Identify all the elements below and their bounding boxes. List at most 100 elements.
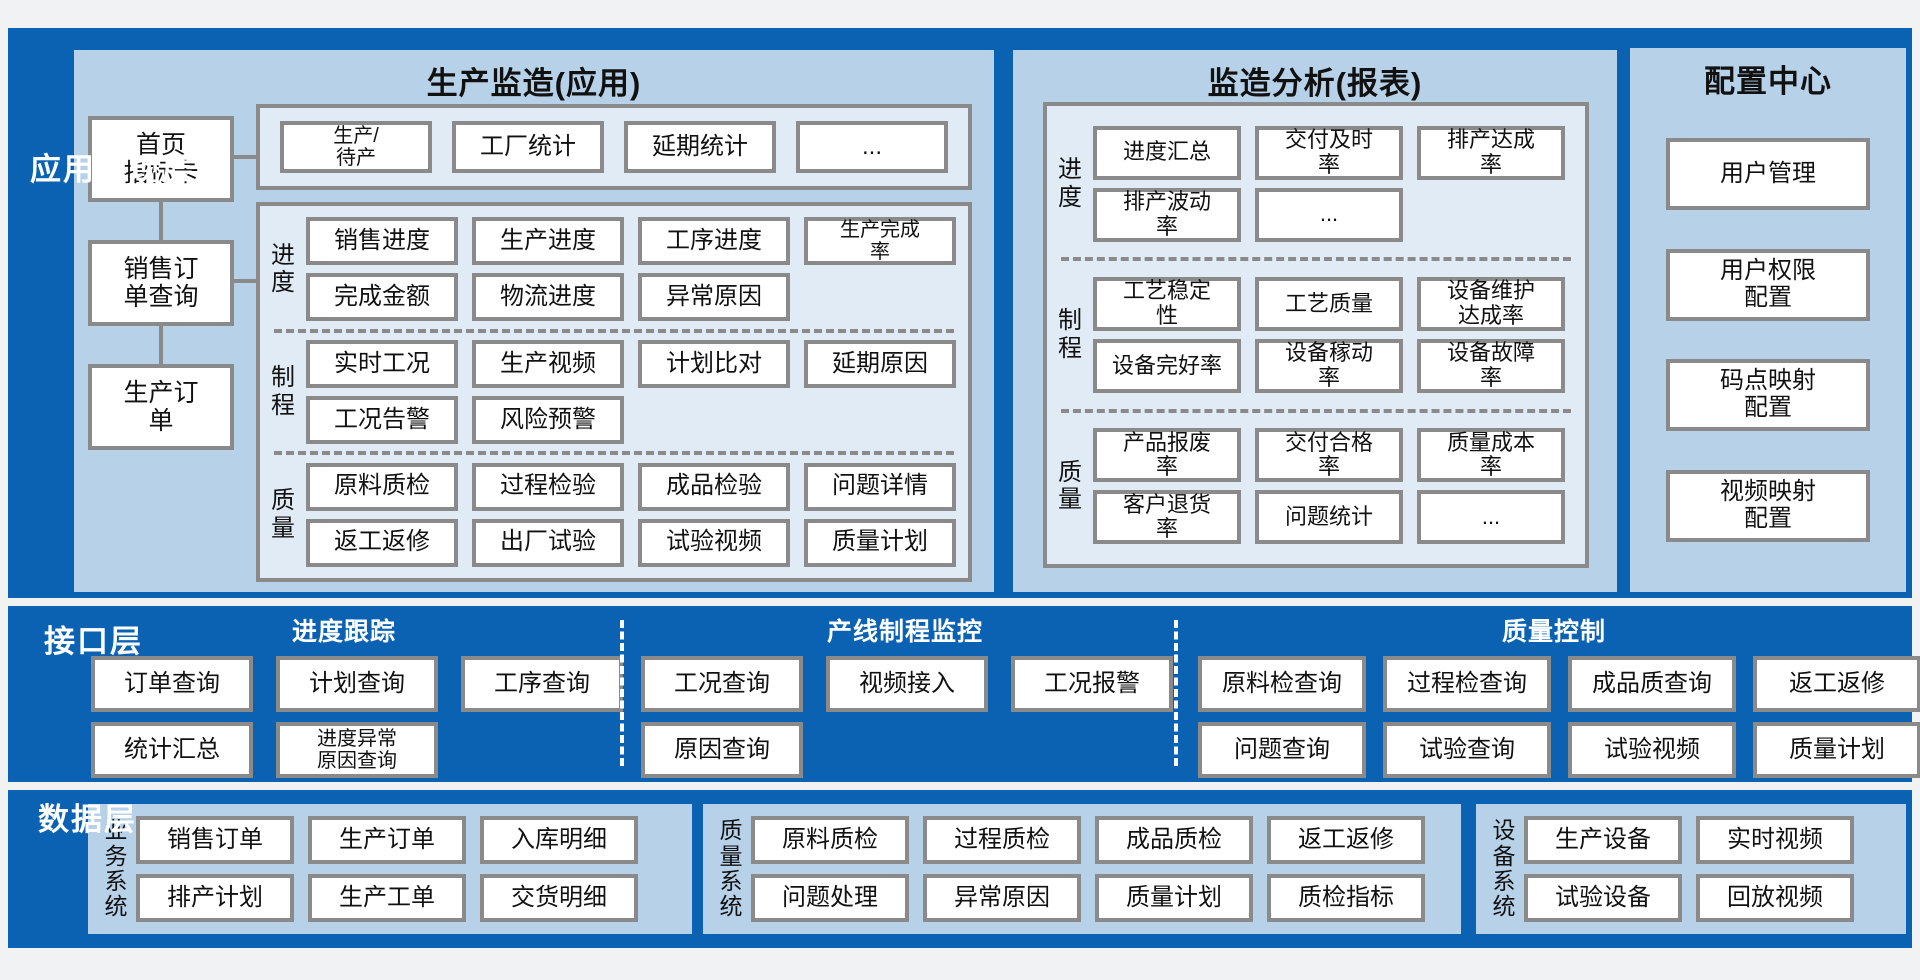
- interface-layer-band: 接口层 进度跟踪 订单查询 计划查询 工序查询 统计汇总 进度异常 原因查询 产…: [8, 606, 1920, 782]
- diagram-node: ...: [1417, 490, 1565, 545]
- group-label-quality: 质 量: [1058, 458, 1082, 514]
- detail-subpanel: 进 度 销售进度 生产进度 工序进度 生产完成 率 完成金额 物流进度 异常原因: [256, 202, 972, 582]
- dashed-divider: [620, 620, 624, 766]
- config-center-panel: 配置中心 用户管理 用户权限 配置 码点映射 配置 视频映射 配置: [1630, 48, 1906, 592]
- diagram-node: 生产订单: [308, 816, 466, 864]
- quality-system-panel: 质 量 系 统 原料质检 过程质检 成品质检 返工返修 问题处理 异常原因 质量…: [703, 804, 1461, 934]
- diagram-node: 回放视频: [1696, 874, 1854, 922]
- diagram-node: 质检指标: [1267, 874, 1425, 922]
- section-title: 进度跟踪: [291, 618, 396, 646]
- diagram-node: 设备完好率: [1093, 338, 1241, 393]
- diagram-node: 工艺质量: [1255, 276, 1403, 331]
- section-title: 产线制程监控: [826, 618, 983, 646]
- group-quality: 质 量 产品报废 率 交付合格 率 质量成本 率 客户退货 率 问题统计 ...: [1047, 428, 1585, 545]
- diagram-node: 过程检验: [472, 462, 624, 511]
- diagram-node: 交付合格 率: [1255, 428, 1403, 483]
- diagram-node: 风险预警: [472, 395, 624, 444]
- diagram-node: 试验视频: [1568, 722, 1736, 778]
- diagram-node: 视频接入: [826, 656, 988, 712]
- diagram-node: 质量成本 率: [1417, 428, 1565, 483]
- section-quality-control: 质量控制 原料检查询 过程检查询 成品质查询 返工返修 问题查询 试验查询 试验…: [1198, 612, 1920, 788]
- diagram-node: 入库明细: [480, 816, 638, 864]
- connector-line: [159, 326, 163, 364]
- dashed-separator: [1061, 257, 1571, 262]
- diagram-node: 工厂统计: [452, 121, 604, 173]
- analysis-panel-title: 监造分析(报表): [1207, 66, 1423, 101]
- diagram-node: 问题查询: [1198, 722, 1366, 778]
- connector-line: [159, 202, 163, 240]
- dashed-separator: [274, 451, 954, 456]
- diagram-node: 工艺稳定 性: [1093, 276, 1241, 331]
- diagram-node: 设备维护 达成率: [1417, 276, 1565, 331]
- diagram-node: 生产进度: [472, 217, 624, 266]
- diagram-node: ...: [1255, 187, 1403, 242]
- equipment-system-label: 设 备 系 统: [1492, 817, 1516, 920]
- diagram-node: 原料检查询: [1198, 656, 1366, 712]
- diagram-node: 产品报废 率: [1093, 428, 1241, 483]
- diagram-node: 质量计划: [1753, 722, 1920, 778]
- group-process: 制 程 实时工况 生产视频 计划比对 延期原因 工况告警 风险预警: [260, 339, 968, 444]
- diagram-node: 计划查询: [276, 656, 438, 712]
- node-user-management: 用户管理: [1666, 138, 1870, 211]
- diagram-node: 销售进度: [306, 217, 458, 266]
- diagram-node: 生产视频: [472, 339, 624, 388]
- diagram-node: 生产完成 率: [804, 217, 956, 266]
- diagram-node: 销售订单: [136, 816, 294, 864]
- group-label-progress: 进 度: [1058, 156, 1082, 211]
- diagram-node: 原料质检: [751, 816, 909, 864]
- diagram-node: 原料质检: [306, 462, 458, 511]
- diagram-node: 计划比对: [638, 339, 790, 388]
- node-user-permission-config: 用户权限 配置: [1666, 248, 1870, 321]
- node-sales-order-query: 销售订 单查询: [88, 240, 234, 326]
- diagram-node: ...: [796, 121, 948, 173]
- section-line-process-monitoring: 产线制程监控 工况查询 视频接入 工况报警 原因查询: [641, 612, 1173, 788]
- diagram-node: 试验查询: [1383, 722, 1551, 778]
- equipment-system-panel: 设 备 系 统 生产设备 实时视频 试验设备 回放视频: [1476, 804, 1906, 934]
- diagram-node: 成品质检: [1095, 816, 1253, 864]
- section-progress-tracking: 进度跟踪 订单查询 计划查询 工序查询 统计汇总 进度异常 原因查询: [91, 612, 623, 788]
- diagram-node: 生产/ 待产: [280, 121, 432, 173]
- diagram-node: 原因查询: [641, 722, 803, 778]
- diagram-node: 交付及时 率: [1255, 125, 1403, 180]
- node-video-mapping-config: 视频映射 配置: [1666, 469, 1870, 542]
- business-system-label: 业 务 系 统: [104, 817, 128, 920]
- dashed-separator: [274, 328, 954, 333]
- diagram-node: 进度汇总: [1093, 125, 1241, 180]
- group-label-process: 制 程: [271, 364, 295, 419]
- analysis-subpanel: 进 度 进度汇总 交付及时 率 排产达成 率 排产波动 率 ... 制 程: [1043, 102, 1589, 568]
- interface-layer-label: 接口层: [44, 624, 143, 659]
- diagram-node: 工况告警: [306, 395, 458, 444]
- production-supervision-panel: 生产监造(应用) 首页 指标卡 销售订 单查询 生产订 单 生产/ 待产 工厂统…: [74, 50, 994, 592]
- dashed-separator: [1061, 408, 1571, 413]
- diagram-node: 延期统计: [624, 121, 776, 173]
- overview-subpanel: 生产/ 待产 工厂统计 延期统计 ...: [256, 104, 972, 190]
- diagram-node: 成品质查询: [1568, 656, 1736, 712]
- diagram-node: 设备稼动 率: [1255, 338, 1403, 393]
- diagram-node: 试验视频: [638, 518, 790, 567]
- group-label-progress: 进 度: [271, 241, 295, 297]
- group-label-quality: 质 量: [271, 487, 295, 542]
- diagram-node: 实时视频: [1696, 816, 1854, 864]
- diagram-node: 工序查询: [461, 656, 623, 712]
- diagram-node: 问题详情: [804, 462, 956, 511]
- diagram-node: 实时工况: [306, 339, 458, 388]
- node-home-indicator-card: 首页 指标卡: [88, 116, 234, 202]
- diagram-node: 延期原因: [804, 339, 956, 388]
- diagram-node: 物流进度: [472, 273, 624, 322]
- diagram-node: 出厂试验: [472, 518, 624, 567]
- diagram-node: 异常原因: [638, 273, 790, 322]
- diagram-node: 返工返修: [1753, 656, 1920, 712]
- connector-line: [234, 279, 256, 283]
- diagram-node: 设备故障 率: [1417, 338, 1565, 393]
- section-title: 质量控制: [1501, 618, 1606, 646]
- supervision-analysis-panel: 监造分析(报表) 进 度 进度汇总 交付及时 率 排产达成 率 排产波动 率 .…: [1013, 50, 1617, 592]
- diagram-node: 工况报警: [1011, 656, 1173, 712]
- diagram-node: 订单查询: [91, 656, 253, 712]
- diagram-node: 问题处理: [751, 874, 909, 922]
- diagram-node: 工况查询: [641, 656, 803, 712]
- group-label-process: 制 程: [1058, 307, 1082, 362]
- diagram-node: 统计汇总: [91, 722, 253, 778]
- diagram-node: 成品检验: [638, 462, 790, 511]
- diagram-node: 进度异常 原因查询: [276, 722, 438, 778]
- diagram-node: 交货明细: [480, 874, 638, 922]
